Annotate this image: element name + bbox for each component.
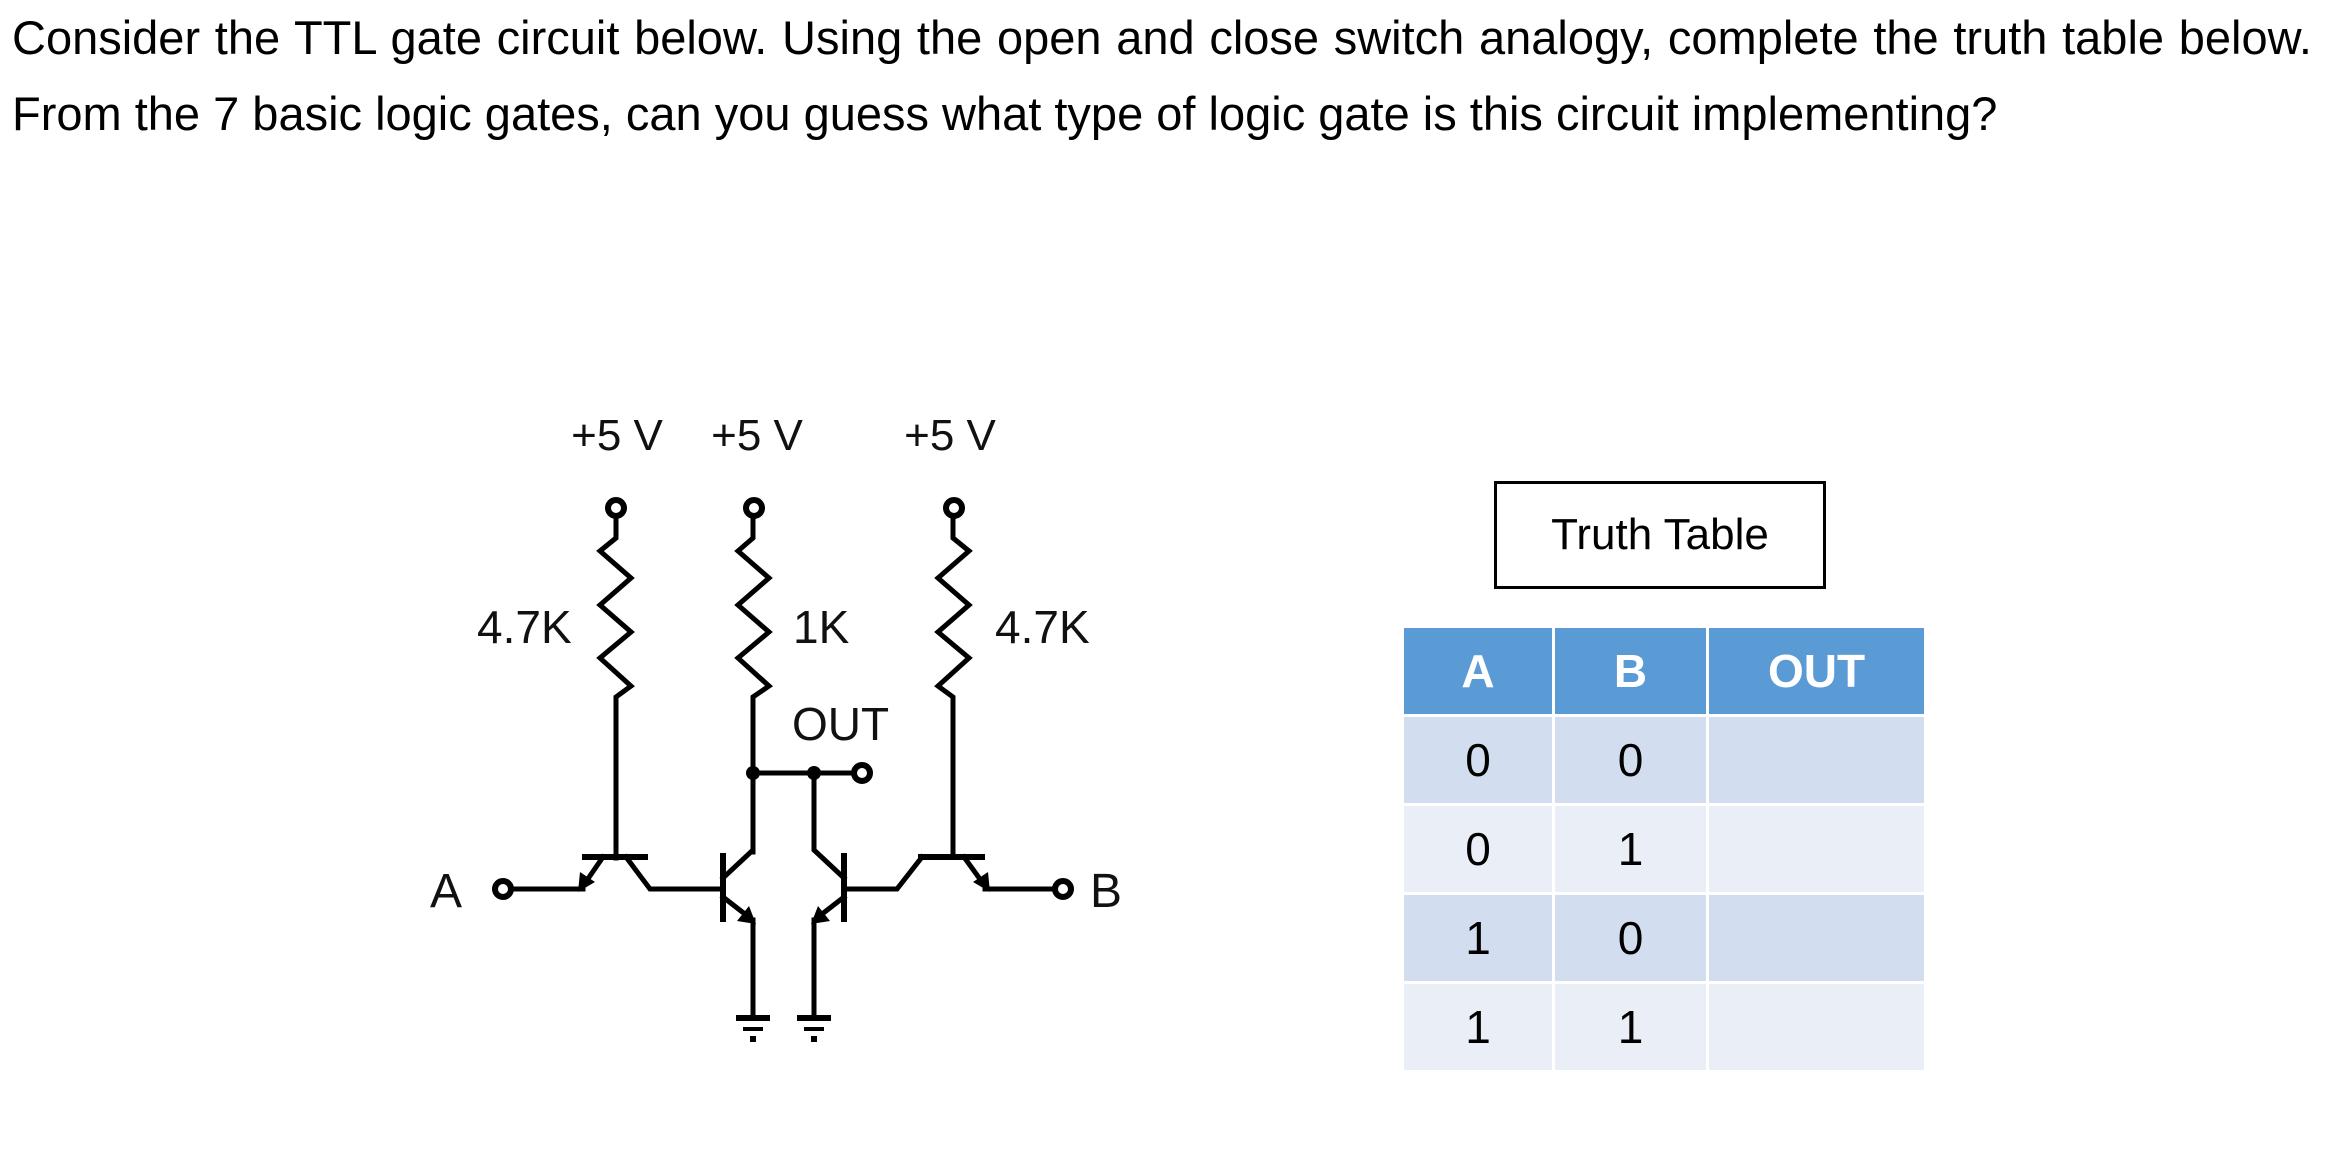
input-label-b: B	[1090, 865, 1122, 918]
supply-terminal-3	[943, 497, 965, 519]
ground-icon	[736, 1015, 770, 1042]
resistor-right	[934, 513, 973, 860]
output-terminal	[851, 762, 873, 784]
truth-table: A B OUT 0 0 0 1 1 0 1 1	[1401, 625, 1927, 1073]
truth-table-header-row: A B OUT	[1404, 628, 1924, 714]
header-b: B	[1555, 628, 1706, 714]
supply-terminal-2	[743, 497, 765, 519]
header-out: OUT	[1709, 628, 1924, 714]
resistor-label-middle: 1K	[793, 601, 850, 653]
input-label-a: A	[430, 865, 462, 918]
supply-label-1: +5 V	[571, 411, 663, 460]
ttl-circuit-diagram: +5 V +5 V +5 V 4.7K 1K 4.7K OUT A	[430, 411, 1122, 1042]
resistor-label-right: 4.7K	[995, 601, 1090, 653]
transistor-input-b	[918, 853, 1059, 892]
transistor-input-a	[578, 853, 726, 892]
input-terminal-b	[1052, 878, 1074, 900]
table-row: 0 1	[1404, 806, 1924, 892]
cell-out[interactable]	[1709, 717, 1924, 803]
cell-b: 1	[1555, 806, 1706, 892]
cell-out[interactable]	[1709, 895, 1924, 981]
cell-b: 1	[1555, 984, 1706, 1070]
cell-a: 0	[1404, 806, 1552, 892]
table-row: 1 0	[1404, 895, 1924, 981]
resistor-label-left: 4.7K	[477, 601, 572, 653]
cell-a: 1	[1404, 895, 1552, 981]
supply-label-3: +5 V	[904, 411, 996, 460]
resistor-middle	[734, 513, 774, 855]
input-terminal-a	[492, 878, 514, 900]
cell-a: 1	[1404, 984, 1552, 1070]
table-row: 0 0	[1404, 717, 1924, 803]
cell-out[interactable]	[1709, 984, 1924, 1070]
table-row: 1 1	[1404, 984, 1924, 1070]
cell-b: 0	[1555, 717, 1706, 803]
output-label: OUT	[792, 698, 889, 750]
cell-b: 0	[1555, 895, 1706, 981]
supply-label-2: +5 V	[711, 411, 803, 460]
transistor-3	[811, 770, 926, 1021]
supply-terminal-1	[605, 497, 627, 519]
transistor-2	[719, 770, 756, 1021]
question-text: Consider the TTL gate circuit below. Usi…	[12, 11, 2312, 140]
ground-icon	[797, 1015, 831, 1042]
resistor-left	[596, 513, 635, 861]
header-a: A	[1404, 628, 1552, 714]
cell-a: 0	[1404, 717, 1552, 803]
truth-table-title: Truth Table	[1494, 481, 1826, 589]
cell-out[interactable]	[1709, 806, 1924, 892]
